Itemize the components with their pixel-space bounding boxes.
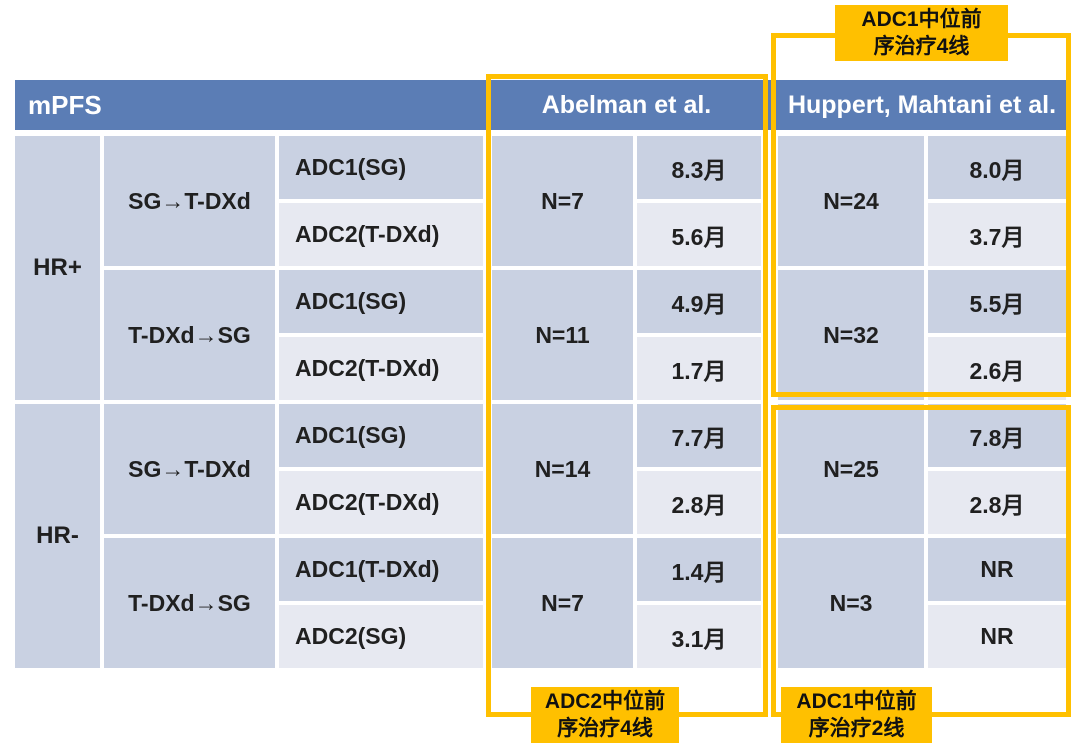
cell-abelman-n-4: N=7	[492, 538, 633, 668]
cell-hr-positive: HR+	[15, 136, 100, 400]
cell-adc-row3: ADC1(SG)	[279, 270, 483, 333]
highlight-box-abelman	[486, 74, 768, 717]
cell-adc-row8: ADC2(SG)	[279, 605, 483, 668]
cell-abelman-n-3: N=14	[492, 404, 633, 534]
cell-abelman-value-row8: 3.1月	[637, 605, 761, 668]
cell-adc-row5: ADC1(SG)	[279, 404, 483, 467]
highlight-box-huppert-hrneg	[771, 405, 1071, 717]
cell-abelman-n-2: N=11	[492, 270, 633, 400]
callout-bottom-adc2-4lines: ADC2中位前 序治疗4线	[531, 687, 679, 743]
callout-top-line1: ADC1中位前	[861, 8, 982, 31]
cell-huppert-n-2: N=32	[778, 270, 924, 400]
callout-bottom-left-line1: ADC2中位前	[544, 690, 666, 713]
cell-huppert-n-4: N=3	[778, 538, 924, 668]
cell-huppert-value-row6: 2.8月	[928, 471, 1066, 534]
cell-sequence-hrneg-tdxd-sg: T-DXd→SG	[104, 538, 275, 668]
highlight-box-huppert-hrpos	[771, 33, 1071, 397]
cell-adc-row4: ADC2(T-DXd)	[279, 337, 483, 400]
cell-abelman-value-row5: 7.7月	[637, 404, 761, 467]
cell-sequence-hrpos-tdxd-sg: T-DXd→SG	[104, 270, 275, 400]
cell-huppert-n-3: N=25	[778, 404, 924, 534]
cell-hr-negative: HR-	[15, 404, 100, 668]
callout-bottom-right-line1: ADC1中位前	[796, 690, 917, 713]
cell-adc-row7: ADC1(T-DXd)	[279, 538, 483, 601]
cell-adc-row2: ADC2(T-DXd)	[279, 203, 483, 266]
column-header-abelman: Abelman et al.	[541, 90, 712, 119]
callout-bottom-right-line2: 序治疗2线	[808, 717, 905, 740]
cell-abelman-value-row3: 4.9月	[637, 270, 761, 333]
cell-adc-row1: ADC1(SG)	[279, 136, 483, 199]
cell-sequence-hrpos-sg-tdxd: SG→T-DXd	[104, 136, 275, 266]
cell-adc-row6: ADC2(T-DXd)	[279, 471, 483, 534]
cell-huppert-value-row2: 3.7月	[928, 203, 1066, 266]
table-title: mPFS	[28, 89, 102, 120]
callout-bottom-adc1-2lines: ADC1中位前 序治疗2线	[781, 687, 932, 743]
column-header-huppert: Huppert, Mahtani et al.	[787, 90, 1057, 119]
table-header-bar: mPFS Abelman et al. Huppert, Mahtani et …	[15, 80, 1066, 130]
cell-abelman-value-row2: 5.6月	[637, 203, 761, 266]
cell-abelman-value-row4: 1.7月	[637, 337, 761, 400]
cell-abelman-value-row7: 1.4月	[637, 538, 761, 601]
cell-huppert-value-row4: 2.6月	[928, 337, 1066, 400]
cell-sequence-hrneg-sg-tdxd: SG→T-DXd	[104, 404, 275, 534]
cell-huppert-value-row3: 5.5月	[928, 270, 1066, 333]
cell-abelman-n-1: N=7	[492, 136, 633, 266]
cell-huppert-n-1: N=24	[778, 136, 924, 266]
cell-huppert-value-row1: 8.0月	[928, 136, 1066, 199]
cell-abelman-value-row1: 8.3月	[637, 136, 761, 199]
cell-huppert-value-row7: NR	[928, 538, 1066, 601]
cell-huppert-value-row8: NR	[928, 605, 1066, 668]
cell-abelman-value-row6: 2.8月	[637, 471, 761, 534]
callout-top-adc1-4lines: ADC1中位前 序治疗4线	[835, 5, 1008, 61]
callout-top-line2: 序治疗4线	[873, 35, 970, 58]
cell-huppert-value-row5: 7.8月	[928, 404, 1066, 467]
callout-bottom-left-line2: 序治疗4线	[557, 717, 653, 740]
